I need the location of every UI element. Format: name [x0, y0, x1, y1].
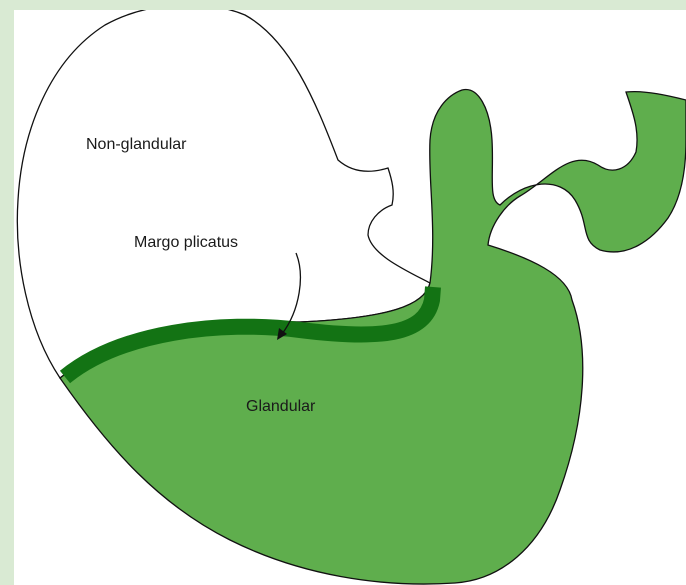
stomach-diagram: Non-glandular Margo plicatus Glandular [14, 10, 686, 585]
diagram-canvas: Non-glandular Margo plicatus Glandular [14, 10, 686, 585]
label-non-glandular: Non-glandular [86, 136, 187, 153]
label-glandular: Glandular [246, 398, 316, 415]
label-margo-plicatus: Margo plicatus [134, 234, 238, 251]
